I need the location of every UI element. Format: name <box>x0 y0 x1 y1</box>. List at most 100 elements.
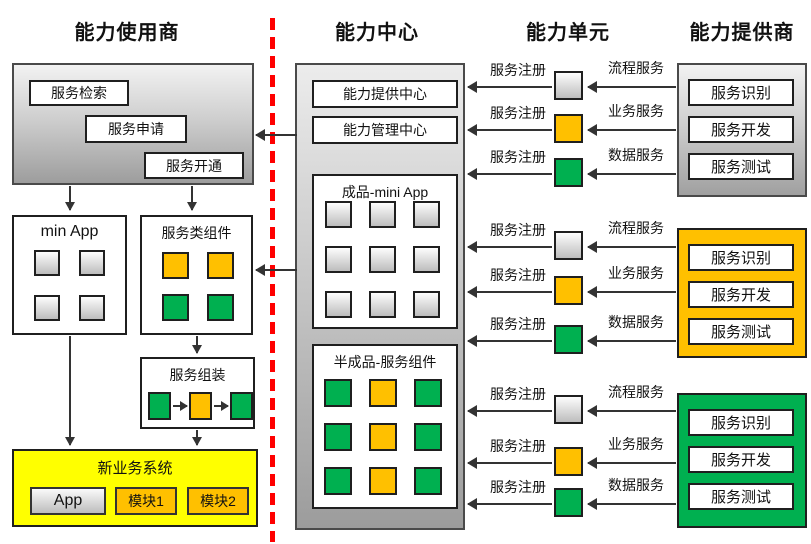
finished-grid <box>325 201 440 318</box>
orange-unit-square <box>369 379 397 407</box>
service-type-label: 数据服务 <box>608 314 664 330</box>
unit-row: 服务注册 业务服务 <box>467 265 680 313</box>
provider-service-box: 服务识别 <box>688 409 794 436</box>
service-register-label: 服务注册 <box>490 316 546 332</box>
gray-unit-square <box>554 71 583 100</box>
service-arrow <box>587 168 676 180</box>
orange-unit-square <box>369 467 397 495</box>
gray-unit-square <box>325 201 352 228</box>
gray-unit-square <box>413 246 440 273</box>
service-type-label: 流程服务 <box>608 220 664 236</box>
step-service-activate: 服务开通 <box>144 152 244 179</box>
capability-center-panel: 能力提供中心 能力管理中心 成品-mini App 半成品-服务组件 <box>295 63 465 530</box>
gray-unit-square <box>369 291 396 318</box>
arrow-portal-to-min-app <box>65 186 75 211</box>
service-type-label: 流程服务 <box>608 60 664 76</box>
register-arrow <box>467 498 552 510</box>
service-type-label: 流程服务 <box>608 384 664 400</box>
step-service-apply: 服务申请 <box>85 115 187 143</box>
semi-finished-title: 半成品-服务组件 <box>333 354 437 370</box>
service-assembly-title: 服务组装 <box>169 367 226 383</box>
consumer-portal-panel: 服务检索 服务申请 服务开通 <box>12 63 254 185</box>
register-arrow <box>467 457 552 469</box>
service-type-label: 数据服务 <box>608 147 664 163</box>
provider-service-box: 服务开发 <box>688 116 794 143</box>
service-register-label: 服务注册 <box>490 438 546 454</box>
capability-provide-center-box: 能力提供中心 <box>312 80 458 108</box>
assembly-sequence <box>148 392 253 420</box>
assembly-flow-arrow <box>173 401 188 411</box>
gray-unit-square <box>413 291 440 318</box>
service-arrow <box>587 498 676 510</box>
gray-unit-square <box>554 395 583 424</box>
green-unit-square <box>414 423 442 451</box>
provider-service-box: 服务识别 <box>688 244 794 271</box>
service-type-label: 业务服务 <box>608 436 664 452</box>
provider-service-box: 服务开发 <box>688 446 794 473</box>
header-capability-provider: 能力提供商 <box>689 22 795 44</box>
gray-unit-square <box>554 231 583 260</box>
unit-row: 服务注册 业务服务 <box>467 436 680 484</box>
register-arrow <box>467 241 552 253</box>
semi-finished-components-box: 半成品-服务组件 <box>312 344 458 509</box>
provider-service-box: 服务识别 <box>688 79 794 106</box>
service-type-label: 数据服务 <box>608 477 664 493</box>
service-components-grid <box>162 252 234 321</box>
green-unit-square <box>162 294 189 321</box>
green-unit-square <box>554 158 583 187</box>
module-app: App <box>30 487 106 515</box>
gray-unit-square <box>413 201 440 228</box>
capability-manage-center-box: 能力管理中心 <box>312 116 458 144</box>
arrow-components-to-assembly <box>192 336 202 354</box>
service-register-label: 服务注册 <box>490 222 546 238</box>
green-unit-square <box>554 488 583 517</box>
register-arrow <box>467 124 552 136</box>
green-unit-square <box>207 294 234 321</box>
green-unit-square <box>414 467 442 495</box>
arrow-portal-to-components <box>187 186 197 211</box>
assembly-flow-arrow <box>214 401 229 411</box>
green-unit-square <box>554 325 583 354</box>
unit-row: 服务注册 流程服务 <box>467 220 680 268</box>
service-register-label: 服务注册 <box>490 386 546 402</box>
service-arrow <box>587 335 676 347</box>
service-register-label: 服务注册 <box>490 267 546 283</box>
orange-unit-square <box>162 252 189 279</box>
service-register-label: 服务注册 <box>490 105 546 121</box>
unit-row: 服务注册流程服务 <box>467 60 680 108</box>
green-unit-square <box>148 392 171 420</box>
service-arrow <box>587 241 676 253</box>
orange-unit-square <box>554 447 583 476</box>
unit-row: 服务注册 流程服务 <box>467 384 680 432</box>
gray-unit-square <box>369 246 396 273</box>
service-arrow <box>587 457 676 469</box>
orange-unit-square <box>554 114 583 143</box>
green-unit-square <box>414 379 442 407</box>
register-arrow <box>467 81 552 93</box>
provider-group-green: 服务识别服务开发服务测试 <box>677 393 807 528</box>
register-arrow <box>467 405 552 417</box>
arrow-assembly-to-new-business <box>192 430 202 446</box>
orange-unit-square <box>207 252 234 279</box>
service-type-label: 业务服务 <box>608 265 664 281</box>
unit-row: 服务注册 数据服务 <box>467 314 680 362</box>
service-arrow <box>587 81 676 93</box>
min-app-grid <box>34 250 105 321</box>
provider-service-box: 服务测试 <box>688 153 794 180</box>
gray-unit-square <box>34 250 60 276</box>
header-capability-consumer: 能力使用商 <box>74 22 180 44</box>
orange-unit-square <box>554 276 583 305</box>
service-type-label: 业务服务 <box>608 103 664 119</box>
green-unit-square <box>324 379 352 407</box>
provider-group-gray: 服务识别服务开发服务测试 <box>677 63 807 197</box>
service-register-label: 服务注册 <box>490 479 546 495</box>
service-arrow <box>587 124 676 136</box>
provider-service-box: 服务开发 <box>688 281 794 308</box>
arrow-center-to-consumer-portal <box>255 129 297 141</box>
orange-unit-square <box>189 392 212 420</box>
service-components-box: 服务类组件 <box>140 215 253 335</box>
step-service-search: 服务检索 <box>29 80 129 106</box>
register-arrow <box>467 286 552 298</box>
arrow-min-app-to-new-business <box>65 336 75 446</box>
